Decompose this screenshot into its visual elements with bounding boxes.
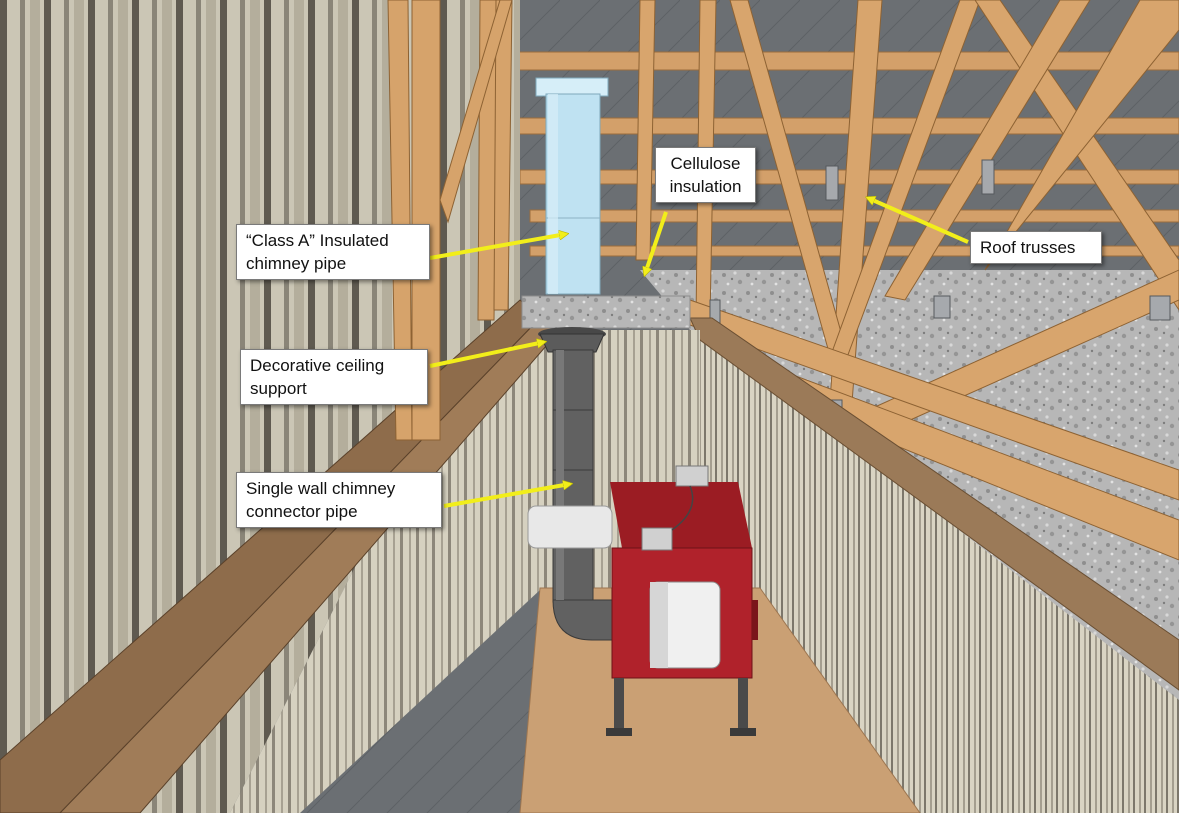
label-roof-trusses: Roof trusses (970, 231, 1102, 264)
left-knee-wall (230, 340, 540, 813)
yellow-arrow-icon (443, 484, 570, 508)
yellow-arrow-icon (868, 198, 969, 244)
label-connector-line1: Single wall chimney (246, 479, 396, 498)
label-cellulose-line1: Cellulose (670, 154, 741, 173)
label-cellulose-insulation: Cellulose insulation (655, 147, 756, 203)
yellow-arrow-icon (429, 342, 544, 368)
wood-stove-icon (527, 465, 758, 736)
yellow-arrow-icon (645, 211, 668, 274)
label-single-wall-connector-pipe: Single wall chimney connector pipe (236, 472, 442, 528)
label-roof-trusses-line1: Roof trusses (980, 238, 1076, 257)
yellow-arrow-icon (429, 234, 566, 260)
label-ceiling-support-line1: Decorative ceiling (250, 356, 385, 375)
class-a-chimney-pipe (535, 77, 609, 295)
callout-arrows (429, 198, 969, 508)
label-cellulose-line2: insulation (669, 177, 742, 196)
label-decorative-ceiling-support: Decorative ceiling support (240, 349, 428, 405)
left-truss-chords (387, 0, 513, 441)
ceiling-insulation-slab (521, 295, 691, 329)
label-class-a-chimney-pipe: “Class A” Insulated chimney pipe (236, 224, 430, 280)
label-ceiling-support-line2: support (250, 379, 307, 398)
left-wall (0, 0, 520, 813)
decorative-ceiling-support (538, 327, 606, 353)
label-connector-line2: connector pipe (246, 502, 358, 521)
single-wall-connector-pipe (552, 349, 613, 641)
label-class-a-line2: chimney pipe (246, 254, 347, 273)
label-class-a-line1: “Class A” Insulated (246, 231, 389, 250)
